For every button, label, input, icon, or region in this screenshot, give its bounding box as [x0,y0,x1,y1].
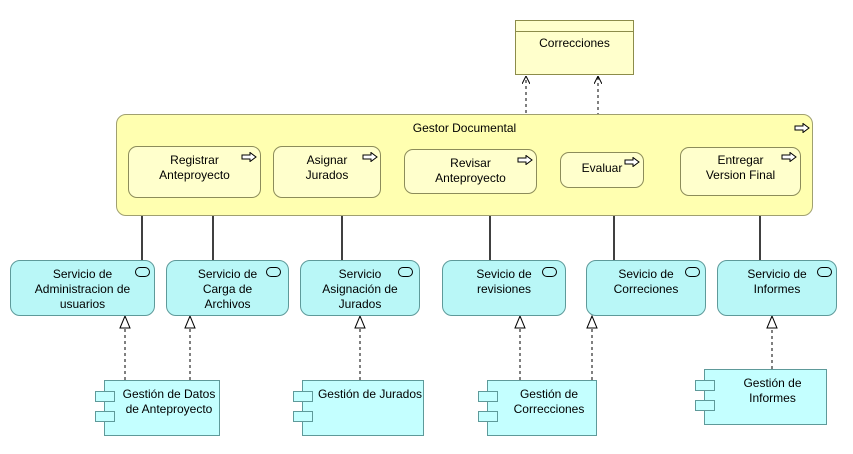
service-icon [817,267,832,277]
component-icon [478,391,498,402]
data-object-header-line [516,31,633,32]
process-arrow-icon [517,155,533,165]
service-icon [685,267,700,277]
component-icon [695,400,715,411]
process-arrow-icon [794,123,810,133]
process-group-title: Gestor Documental [412,121,517,135]
process-label: Evaluar [581,161,623,175]
component-label: Gestión de Jurados [317,387,423,401]
data-object-label: Correcciones [539,36,610,50]
component-icon [293,411,313,422]
component-icon [293,391,313,402]
service-icon [266,267,281,277]
service-icon [135,267,150,277]
data-object-correcciones[interactable]: Correcciones [515,20,634,75]
process-evaluar[interactable]: Evaluar [560,152,644,188]
component-icon [478,411,498,422]
process-arrow-icon [241,152,257,162]
component-gestion-jurados[interactable]: Gestión de Jurados [302,380,424,436]
process-arrow-icon [624,157,640,167]
component-icon [95,391,115,402]
component-icon [95,411,115,422]
service-icon [398,267,413,277]
component-icon [695,380,715,391]
service-icon [542,267,557,277]
process-arrow-icon [362,152,378,162]
process-arrow-icon [781,152,797,162]
